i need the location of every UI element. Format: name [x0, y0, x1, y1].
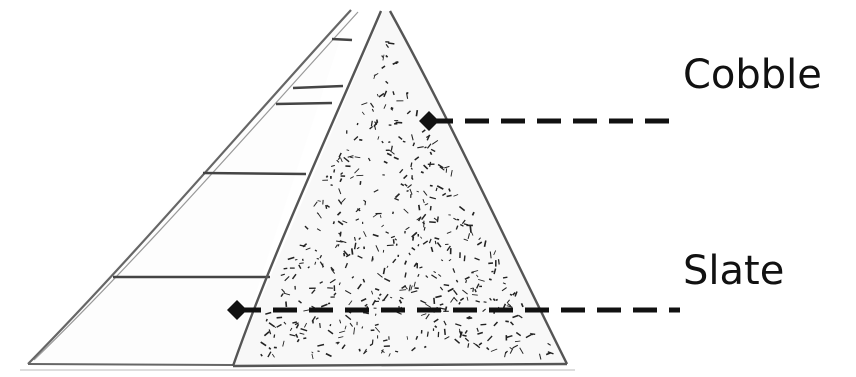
speckle-mark: [286, 302, 287, 307]
speckle-mark: [326, 176, 327, 178]
speckle-mark: [484, 302, 487, 303]
layer-line: [332, 39, 352, 40]
speckle-mark: [344, 253, 345, 256]
speckle-mark: [427, 332, 428, 337]
speckle-mark: [473, 288, 474, 292]
speckle-mark: [499, 259, 500, 264]
speckle-mark: [334, 169, 335, 172]
speckle-mark: [505, 321, 508, 322]
speckle-mark: [331, 185, 333, 186]
speckle-mark: [396, 61, 397, 64]
speckle-mark: [375, 314, 376, 316]
speckle-mark: [444, 285, 449, 286]
speckle-mark: [295, 259, 297, 260]
speckle-mark: [411, 163, 412, 168]
speckle-mark: [317, 259, 319, 260]
speckle-mark: [372, 340, 373, 345]
speckle-mark: [425, 147, 427, 148]
speckle-mark: [418, 244, 419, 246]
speckle-mark: [437, 217, 438, 223]
callout-leader-cobble: [419, 111, 680, 131]
speckle-mark: [424, 227, 425, 231]
speckle-mark: [352, 248, 353, 254]
speckle-mark: [468, 318, 472, 319]
speckle-mark: [416, 110, 417, 116]
speckle-mark: [395, 351, 398, 352]
speckle-mark: [405, 273, 406, 278]
speckle-mark: [429, 222, 436, 223]
speckle-mark: [320, 323, 321, 328]
speckle-mark: [449, 189, 450, 192]
speckle-mark: [413, 237, 414, 241]
speckle-mark: [266, 319, 267, 321]
speckle-mark: [303, 259, 304, 261]
speckle-mark: [284, 268, 288, 269]
speckle-mark: [503, 277, 507, 278]
speckle-mark: [421, 172, 424, 173]
speckle-mark: [387, 245, 394, 246]
speckle-mark: [510, 294, 512, 295]
speckle-mark: [462, 335, 466, 336]
speckle-mark: [531, 334, 535, 335]
speckle-mark: [447, 195, 452, 196]
speckle-mark: [403, 141, 406, 142]
speckle-mark: [391, 108, 393, 109]
speckle-mark: [365, 201, 366, 205]
callout-label-slate: Slate: [683, 251, 784, 291]
speckle-mark: [464, 256, 465, 262]
speckle-mark: [330, 324, 331, 326]
speckle-mark: [396, 122, 403, 123]
callout-label-cobble: Cobble: [683, 55, 822, 95]
speckle-mark: [407, 191, 409, 192]
speckle-mark: [359, 349, 360, 352]
speckle-mark: [424, 346, 426, 347]
speckle-mark: [340, 232, 341, 237]
speckle-mark: [435, 241, 436, 244]
speckle-mark: [303, 338, 306, 339]
speckle-mark: [470, 226, 471, 233]
speckle-mark: [326, 205, 327, 209]
speckle-mark: [445, 329, 446, 335]
speckle-mark: [468, 343, 469, 347]
speckle-mark: [481, 324, 487, 325]
speckle-mark: [393, 212, 394, 214]
speckle-mark: [394, 239, 395, 244]
speckle-mark: [489, 279, 492, 280]
speckle-mark: [360, 181, 361, 185]
speckle-mark: [419, 205, 420, 210]
speckle-mark: [434, 298, 435, 304]
speckle-mark: [359, 140, 362, 141]
speckle-mark: [466, 280, 467, 283]
speckle-mark: [333, 221, 334, 224]
speckle-mark: [388, 142, 390, 143]
speckle-mark: [274, 335, 275, 338]
layer-line: [203, 173, 306, 174]
speckle-mark: [380, 215, 381, 218]
speckle-mark: [357, 123, 358, 125]
layer-line: [276, 103, 332, 104]
speckle-mark: [496, 300, 498, 301]
speckle-mark: [472, 295, 478, 296]
speckle-mark: [299, 263, 303, 264]
speckle-mark: [419, 267, 422, 268]
speckle-mark: [430, 206, 431, 210]
speckle-mark: [388, 43, 394, 44]
